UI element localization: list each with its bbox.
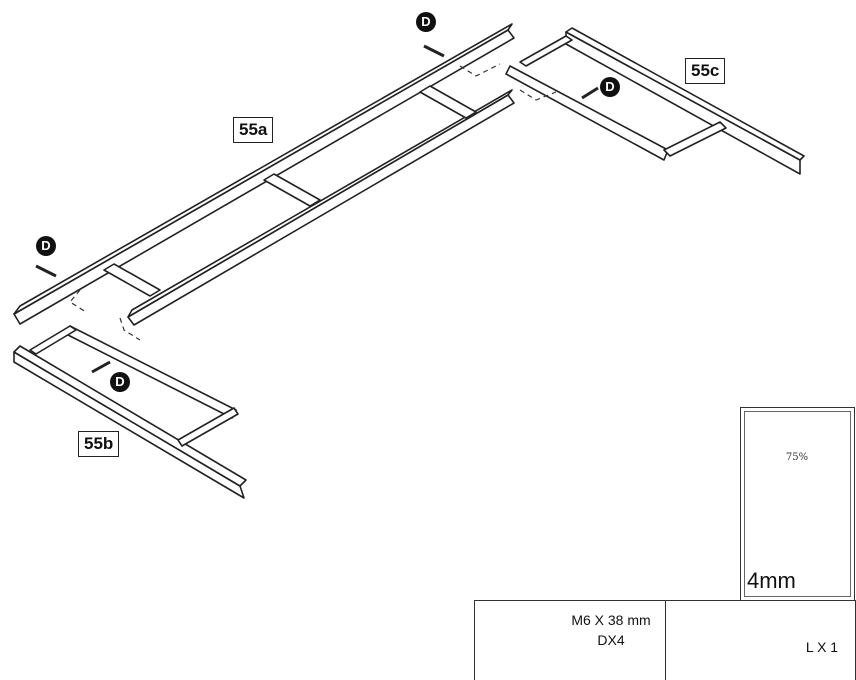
frame-55b xyxy=(13,325,247,499)
crossbar-55b-1 xyxy=(29,325,77,355)
screw-icon xyxy=(91,360,111,374)
screw-icon xyxy=(581,86,599,100)
screw-tag-d: D xyxy=(416,12,436,32)
hardware-cell-key: L X 1 xyxy=(666,601,855,680)
frame-55a xyxy=(13,23,515,326)
screw-spec: M6 X 38 mm xyxy=(571,612,651,628)
crossbar-55c-2 xyxy=(663,121,727,157)
part-label-55c: 55c xyxy=(685,58,726,84)
rail-55b-long-top xyxy=(13,345,247,487)
screw-tag-d: D xyxy=(600,77,620,97)
screw-icon xyxy=(423,44,445,58)
rail-55c-long xyxy=(565,31,801,175)
hardware-cell-screw: M6 X 38 mm DX4 xyxy=(475,601,666,680)
hex-key-size: 4mm xyxy=(747,568,796,593)
frame-55c xyxy=(505,27,805,175)
screw-qty: DX4 xyxy=(597,632,625,648)
screw-tag-d: D xyxy=(110,372,130,392)
key-qty: L X 1 xyxy=(805,639,839,655)
part-label-55a: 55a xyxy=(233,117,274,143)
screw-tag-d: D xyxy=(36,236,56,256)
part-label-55b: 55b xyxy=(78,431,120,457)
tool-panel: 75% 4mm xyxy=(740,407,855,601)
crossbar-55c-1 xyxy=(519,35,573,67)
crossbar-55a-1 xyxy=(103,263,161,297)
crossbar-55a-2 xyxy=(263,173,321,207)
rail-55c-long-top xyxy=(565,27,805,161)
rail-55a-front-top xyxy=(127,89,513,318)
rail-55a-back-top xyxy=(13,23,513,315)
hardware-table: M6 X 38 mm DX4 L X 1 xyxy=(474,600,856,680)
screw-icon xyxy=(35,264,57,278)
rail-55c-front xyxy=(505,65,669,161)
screws xyxy=(35,44,599,374)
tool-panel-inner xyxy=(744,411,851,597)
crossbar-55a-3 xyxy=(419,85,477,119)
torque-percent: 75% xyxy=(785,452,809,463)
alignment-guides xyxy=(69,63,557,341)
crossbar-55b-2 xyxy=(177,407,239,447)
rail-55a-back xyxy=(13,29,515,325)
